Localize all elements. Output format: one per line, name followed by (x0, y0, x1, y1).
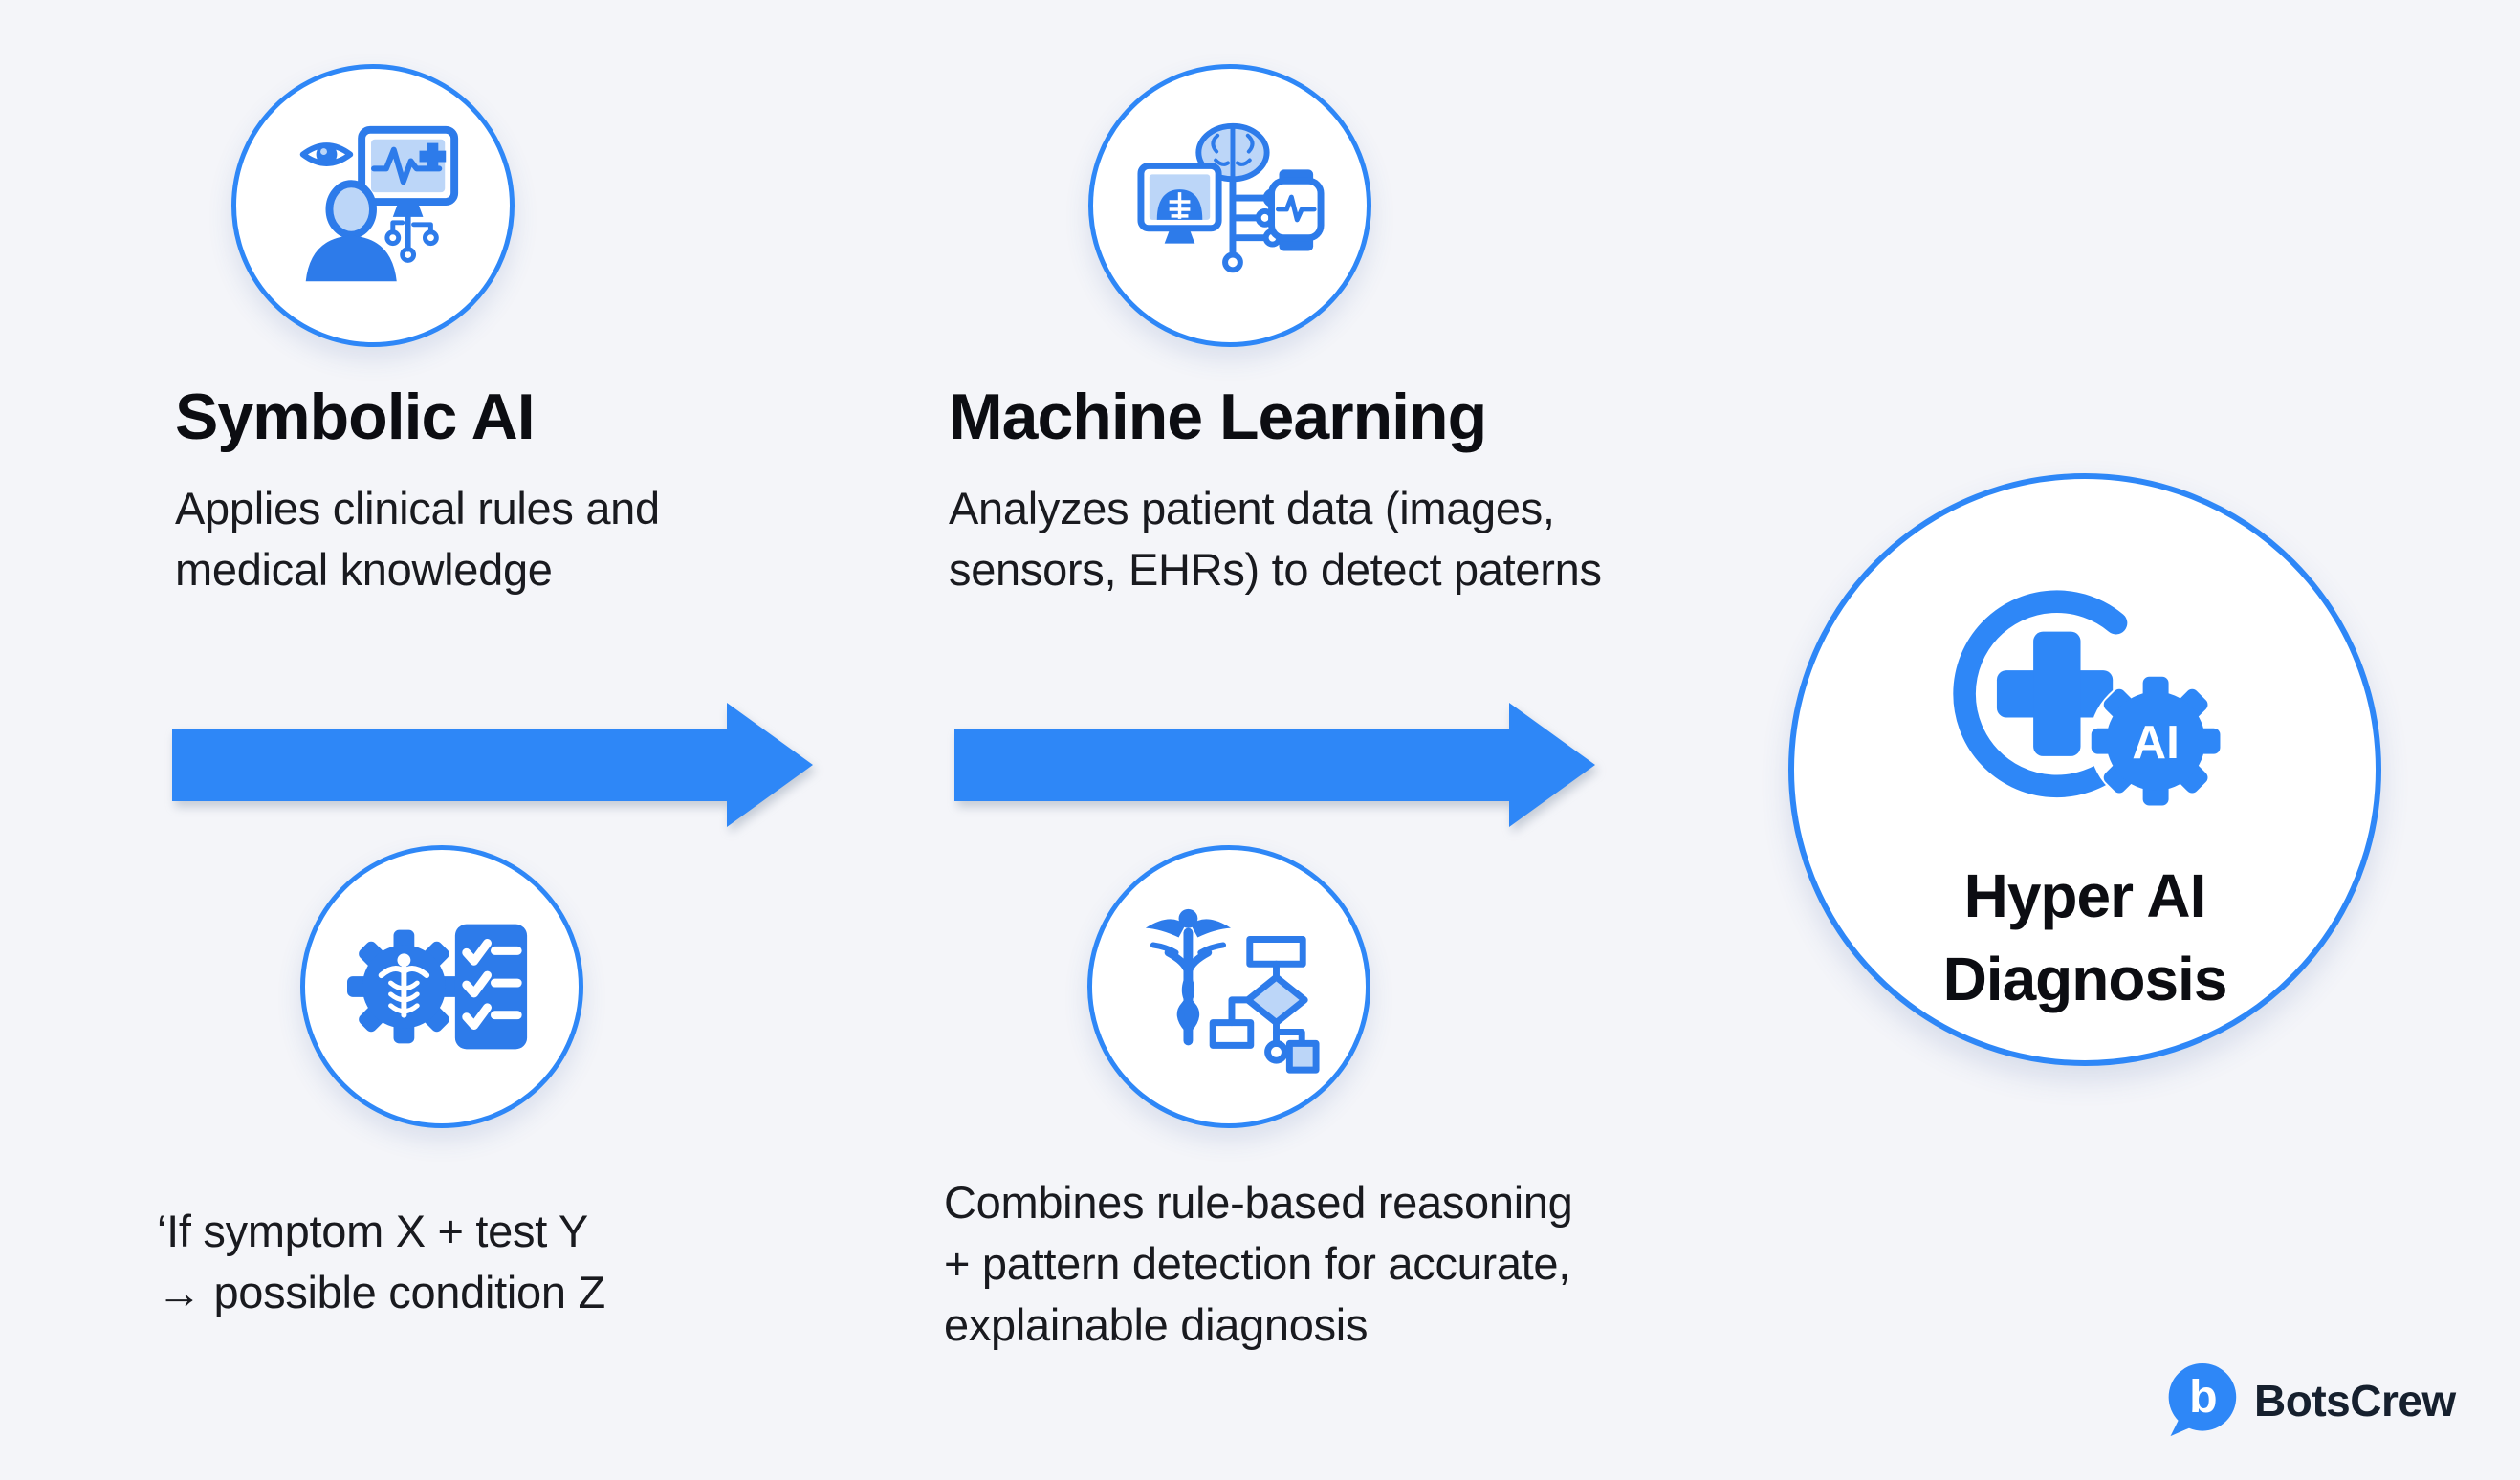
hyper-ai-diagnosis-title: Hyper AI Diagnosis (1942, 861, 2228, 1013)
rules-checklist-circle (300, 845, 583, 1128)
botscrew-brand-name: BotsCrew (2254, 1376, 2456, 1426)
machine-learning-circle (1088, 64, 1371, 347)
clinician-monitor-icon (299, 125, 459, 282)
botscrew-letter: b (2189, 1371, 2217, 1423)
machine-learning-title: Machine Learning (949, 381, 1487, 453)
medical-cross-ai-gear-icon: AI (1953, 590, 2223, 808)
symbolic-ai-description: Applies clinical rules and medical knowl… (175, 483, 660, 595)
symbolic-ai-title: Symbolic AI (175, 381, 536, 453)
flow-arrow-2 (954, 703, 1595, 827)
botscrew-bubble-icon: b (2168, 1363, 2237, 1437)
hybrid-reasoning-circle (1087, 845, 1370, 1128)
gear-caduceus-checklist-icon (347, 924, 528, 1050)
botscrew-logo: b BotsCrew (2164, 1361, 2456, 1440)
hybrid-reasoning-example: Combines rule-based reasoning + pattern … (944, 1177, 1573, 1350)
caduceus-flowchart-icon (1145, 908, 1320, 1074)
symbolic-ai-circle (231, 64, 515, 347)
brain-xray-smartwatch-icon (1137, 122, 1325, 273)
machine-learning-description: Analyzes patient data (images, sensors, … (949, 483, 1602, 595)
symbolic-ai-example: ‘If symptom X + test Y → possible condit… (157, 1206, 605, 1317)
hyper-ai-diagnosis-circle: AI Hyper AI Diagnosis (1788, 473, 2381, 1066)
flow-arrow-1 (172, 703, 813, 827)
ai-badge-label: AI (2132, 716, 2179, 769)
